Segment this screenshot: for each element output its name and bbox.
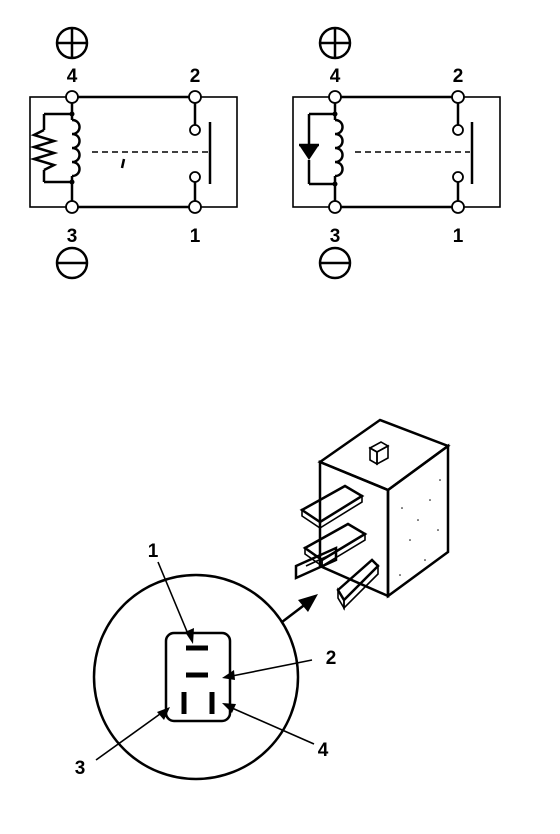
plus-circle-icon (318, 26, 352, 60)
relay-body (294, 418, 451, 611)
terminal-blade-4 (336, 558, 380, 611)
pin-label-2: 2 (453, 66, 464, 87)
terminal-1 (451, 200, 465, 214)
terminal-4 (65, 90, 79, 104)
pin-label-4: 4 (67, 66, 78, 87)
terminal-blade-1 (299, 484, 365, 530)
terminal-2 (188, 90, 202, 104)
pin-label-2: 2 (190, 66, 201, 87)
pin-label-3: 3 (67, 226, 78, 247)
plus-circle-icon (55, 26, 89, 60)
pin-label-3: 3 (330, 226, 341, 247)
coil (71, 118, 81, 178)
pin-label-4: 4 (330, 66, 341, 87)
pin-label-1: 1 (190, 226, 201, 247)
magnifier-circle (92, 573, 300, 781)
terminal-2 (451, 90, 465, 104)
minus-circle-icon (55, 246, 89, 280)
pin-label-1: 1 (453, 226, 464, 247)
terminal-1 (188, 200, 202, 214)
connector-label-2: 2 (326, 648, 337, 669)
connector-magnified-view: 1 2 3 4 (75, 541, 337, 781)
terminal-3 (65, 200, 79, 214)
terminal-4 (328, 90, 342, 104)
minus-circle-icon (318, 246, 352, 280)
terminal-blade-3 (294, 546, 338, 580)
connector-label-1: 1 (148, 541, 159, 562)
view-arrow (281, 594, 318, 623)
diode (299, 145, 319, 160)
relay-top-tab (368, 441, 390, 466)
connector-label-3: 3 (75, 758, 86, 779)
relay-schematic-diode: 4 2 3 1 (292, 26, 501, 280)
connector-label-4: 4 (318, 740, 329, 761)
relay-schematic-resistor: 4 2 3 1 (29, 26, 238, 280)
coil (334, 118, 344, 178)
terminal-3 (328, 200, 342, 214)
resistor (29, 128, 59, 172)
